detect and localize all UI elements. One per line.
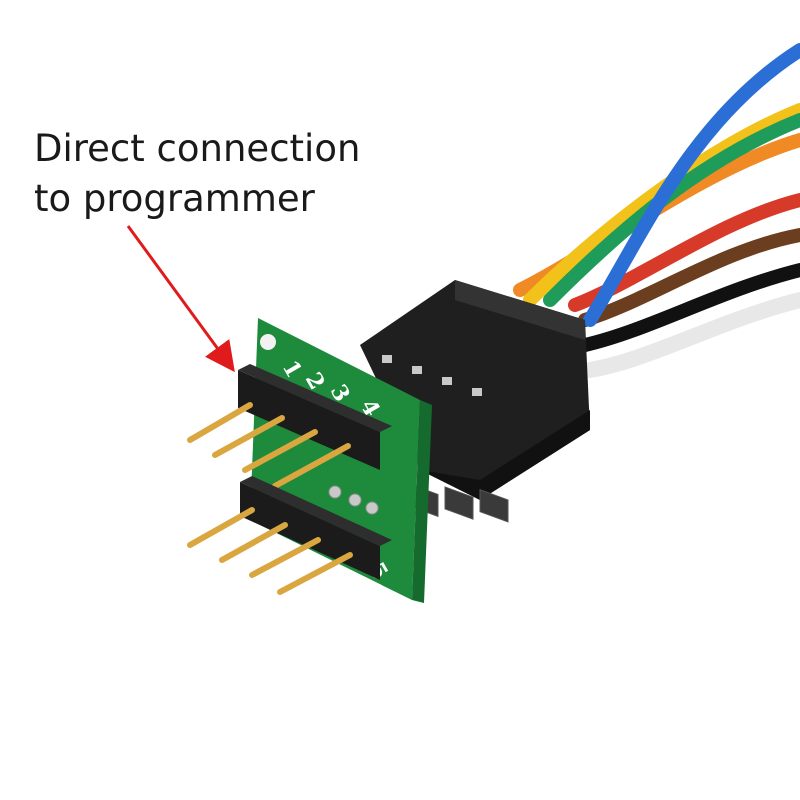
wire-yellow [523, 103, 800, 307]
upper-gold-pins [187, 402, 351, 489]
upper-pin-header [187, 364, 392, 489]
wire-blue [583, 43, 800, 327]
wire-bundle [513, 43, 800, 378]
callout-arrow [126, 225, 235, 373]
wire-white [582, 292, 800, 378]
caption-line-1: Direct connection [34, 127, 361, 170]
caption-line-2: to programmer [34, 177, 315, 220]
lower-gold-pins [187, 507, 353, 595]
wire-brown [578, 228, 800, 327]
callout-caption: Direct connection to programmer [34, 124, 360, 224]
wire-black [578, 263, 800, 352]
lower-pin-header [187, 476, 392, 595]
